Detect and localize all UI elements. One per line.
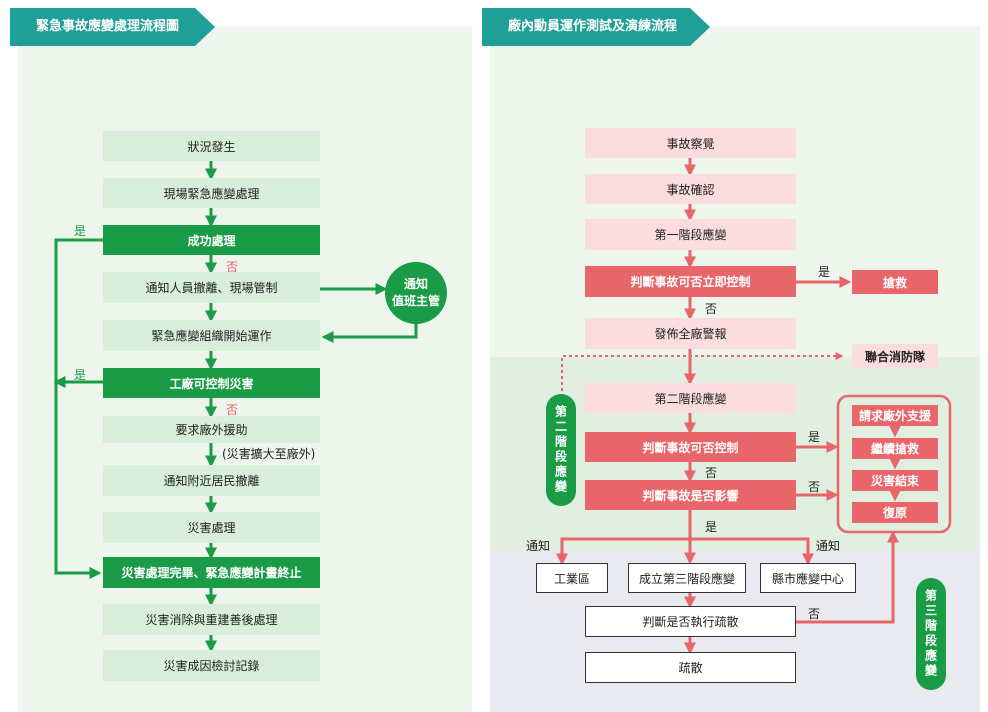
right-step-3: 第一階段應變 xyxy=(585,219,796,250)
left-step-1: 狀況發生 xyxy=(103,131,320,161)
left-step-3: 成功處理 xyxy=(103,225,320,255)
left-step-4: 通知人員撤離、現場管制 xyxy=(103,272,320,303)
support-group-frame xyxy=(836,394,952,534)
left-step-2: 現場緊急應變處理 xyxy=(103,178,320,208)
right-step-evacuate: 疏散 xyxy=(585,652,796,683)
rescue-box: 搶救 xyxy=(852,270,938,294)
left-step-8: 通知附近居民撤離 xyxy=(103,465,320,496)
group-item-1: 請求廠外支援 xyxy=(852,405,938,426)
right-step-evacuation-decision: 判斷是否執行疏散 xyxy=(585,606,796,637)
right-step-county-center: 縣市應變中心 xyxy=(760,563,856,593)
right-step-6: 第二階段應變 xyxy=(585,383,796,413)
right-no-c: 否 xyxy=(808,480,821,494)
right-notify-right: 通知 xyxy=(816,539,841,553)
fire-brigade-box: 聯合消防隊 xyxy=(852,344,938,368)
right-step-2: 事故確認 xyxy=(585,174,796,204)
right-yes-b: 是 xyxy=(808,430,821,444)
right-no-a: 否 xyxy=(705,302,718,316)
right-no-b: 否 xyxy=(705,466,718,480)
left-step-10: 災害處理完畢、緊急應變計畫終止 xyxy=(103,557,320,588)
group-item-4: 復原 xyxy=(852,502,938,523)
group-item-2: 繼續搶救 xyxy=(852,438,938,459)
right-step-5: 發佈全廠警報 xyxy=(585,318,796,349)
right-step-4: 判斷事故可否立即控制 xyxy=(585,266,796,297)
left-yes-1: 是 xyxy=(74,224,87,238)
right-step-stage3: 成立第三階段應變 xyxy=(628,563,746,593)
left-note: (災害擴大至廠外) xyxy=(222,447,316,461)
stage2-tab: 第二階段應變 xyxy=(546,394,576,506)
left-step-12: 災害成因檢討記錄 xyxy=(103,650,320,681)
stage3-tab: 第三階段應變 xyxy=(916,578,946,690)
group-item-3: 災害結束 xyxy=(852,470,938,491)
left-step-6: 工廠可控制災害 xyxy=(103,368,320,398)
left-no-1: 否 xyxy=(226,260,239,274)
right-step-8: 判斷事故是否影響 xyxy=(585,480,796,510)
notify-duty-supervisor-circle: 通知 值班主管 xyxy=(385,262,447,324)
left-step-11: 災害消除與重建善後處理 xyxy=(103,604,320,635)
right-title: 廠內動員運作測試及演練流程 xyxy=(482,8,710,46)
left-title: 緊急事故應變處理流程圖 xyxy=(10,8,215,46)
left-no-2: 否 xyxy=(226,403,239,417)
right-notify-left: 通知 xyxy=(526,539,551,553)
right-yes-c: 是 xyxy=(705,520,718,534)
left-step-9: 災害處理 xyxy=(103,512,320,543)
right-step-industrial-zone: 工業區 xyxy=(536,563,608,593)
left-step-7: 要求廠外援助 xyxy=(103,416,320,443)
right-step-7: 判斷事故可否控制 xyxy=(585,432,796,462)
circle-line-2: 值班主管 xyxy=(391,294,440,308)
left-yes-2: 是 xyxy=(74,368,87,382)
circle-line-1: 通知 xyxy=(403,277,428,291)
right-yes-a: 是 xyxy=(818,265,831,279)
right-step-1: 事故察覺 xyxy=(585,128,796,158)
left-step-5: 緊急應變組織開始運作 xyxy=(103,320,320,351)
right-no-d: 否 xyxy=(808,607,821,621)
